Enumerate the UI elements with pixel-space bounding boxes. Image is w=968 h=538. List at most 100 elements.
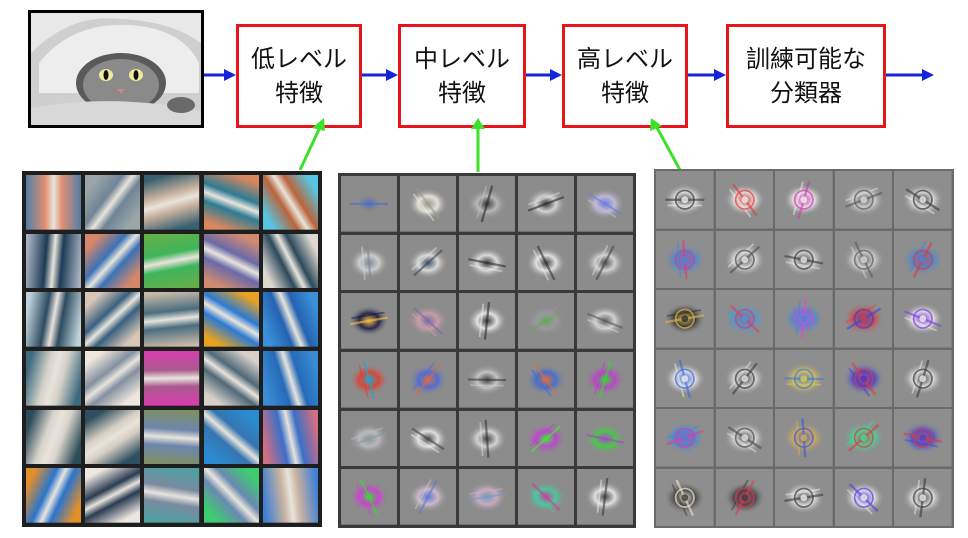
stage-box-high-level: 高レベル 特徴 xyxy=(562,24,688,128)
high-feature-tile xyxy=(834,409,893,467)
low-feature-tile xyxy=(203,175,259,230)
low-feature-tile xyxy=(144,409,200,465)
connector-mid-level xyxy=(471,118,485,172)
low-feature-tile xyxy=(203,233,259,289)
stage-box-classifier: 訓練可能な 分類器 xyxy=(726,24,886,128)
low-feature-tile xyxy=(203,409,259,465)
high-feature-tile xyxy=(894,230,952,288)
high-feature-tile xyxy=(894,171,952,229)
high-feature-tile xyxy=(775,290,833,348)
low-feature-tile xyxy=(85,468,141,523)
high-feature-tile xyxy=(715,349,774,407)
mid-feature-tile xyxy=(400,176,456,232)
mid-feature-tile xyxy=(518,234,574,291)
mid-feature-tile xyxy=(400,234,456,291)
high-feature-tile xyxy=(894,290,952,348)
mid-feature-tile xyxy=(459,293,515,349)
mid-feature-tile xyxy=(341,293,397,349)
low-feature-tile xyxy=(85,409,141,465)
low-feature-tile xyxy=(203,292,259,347)
low-feature-tile xyxy=(26,292,82,347)
high-feature-tile xyxy=(834,230,893,288)
mid-feature-tile xyxy=(577,469,633,525)
mid-feature-tile xyxy=(400,352,456,408)
arrow-right-icon xyxy=(526,69,562,81)
low-feature-tile xyxy=(26,175,82,230)
high-feature-tile xyxy=(834,468,893,526)
mid-feature-tile xyxy=(341,410,397,467)
stage-box-low-level: 低レベル 特徴 xyxy=(236,24,362,128)
mid-feature-tile xyxy=(577,410,633,467)
low-feature-tile xyxy=(262,175,318,230)
low-feature-tile xyxy=(262,468,318,523)
high-feature-tile xyxy=(775,171,833,229)
mid-feature-tile xyxy=(341,352,397,408)
high-feature-tile xyxy=(715,468,774,526)
high-feature-tile xyxy=(715,171,774,229)
low-feature-tile xyxy=(85,292,141,347)
high-feature-tile xyxy=(656,349,714,407)
low-feature-tile xyxy=(85,175,141,230)
arrow-right-icon xyxy=(204,69,236,81)
mid-feature-tile xyxy=(459,410,515,467)
low-feature-tile xyxy=(203,351,259,406)
mid-feature-tile xyxy=(577,176,633,232)
mid-feature-tile xyxy=(459,176,515,232)
mid-feature-tile xyxy=(518,293,574,349)
low-feature-tile xyxy=(85,351,141,406)
high-feature-tile xyxy=(894,409,952,467)
high-feature-tile xyxy=(656,171,714,229)
low-feature-tile xyxy=(262,292,318,347)
low-feature-tile xyxy=(26,351,82,406)
low-feature-tile xyxy=(144,292,200,347)
high-feature-tile xyxy=(656,230,714,288)
mid-feature-tile xyxy=(518,352,574,408)
low-feature-tile xyxy=(262,409,318,465)
high-feature-tile xyxy=(775,349,833,407)
mid-feature-tile xyxy=(459,234,515,291)
mid-feature-tile xyxy=(577,293,633,349)
high-feature-tile xyxy=(894,468,952,526)
low-feature-tile xyxy=(203,468,259,523)
low-feature-tile xyxy=(26,233,82,289)
stage-label-high-level: 高レベル 特徴 xyxy=(577,45,673,107)
mid-feature-tile xyxy=(518,176,574,232)
mid-feature-tile xyxy=(341,176,397,232)
high-feature-tile xyxy=(775,230,833,288)
high-feature-tile xyxy=(775,468,833,526)
mid-feature-tile xyxy=(400,410,456,467)
low-feature-tile xyxy=(144,175,200,230)
low-feature-tile xyxy=(262,233,318,289)
high-feature-tile xyxy=(834,349,893,407)
low-feature-tile xyxy=(26,468,82,523)
arrow-right-icon xyxy=(362,69,398,81)
low-feature-tile xyxy=(144,468,200,523)
stage-label-mid-level: 中レベル 特徴 xyxy=(414,45,510,107)
high-feature-tile xyxy=(656,468,714,526)
arrow-right-icon xyxy=(688,69,726,81)
cat-input-image xyxy=(28,10,204,128)
mid-feature-tile xyxy=(518,469,574,525)
mid-feature-tile xyxy=(518,410,574,467)
mid-feature-tile xyxy=(400,293,456,349)
low-feature-tile xyxy=(144,351,200,406)
cat-photo xyxy=(31,13,201,125)
mid-feature-tile xyxy=(459,352,515,408)
high-feature-tile xyxy=(715,290,774,348)
high-feature-tile xyxy=(656,290,714,348)
mid-feature-tile xyxy=(341,234,397,291)
low-feature-tile xyxy=(85,233,141,289)
stage-label-low-level: 低レベル 特徴 xyxy=(251,45,347,107)
mid-feature-tile xyxy=(400,469,456,525)
high-feature-tile xyxy=(715,230,774,288)
mid-feature-tile xyxy=(341,469,397,525)
high-feature-tile xyxy=(894,349,952,407)
mid-feature-tile xyxy=(459,469,515,525)
connector-low-level xyxy=(298,118,325,171)
high-feature-tile xyxy=(834,290,893,348)
mid-feature-tile xyxy=(577,234,633,291)
stage-box-mid-level: 中レベル 特徴 xyxy=(398,24,526,128)
low-feature-tile xyxy=(262,351,318,406)
high-feature-tile xyxy=(715,409,774,467)
